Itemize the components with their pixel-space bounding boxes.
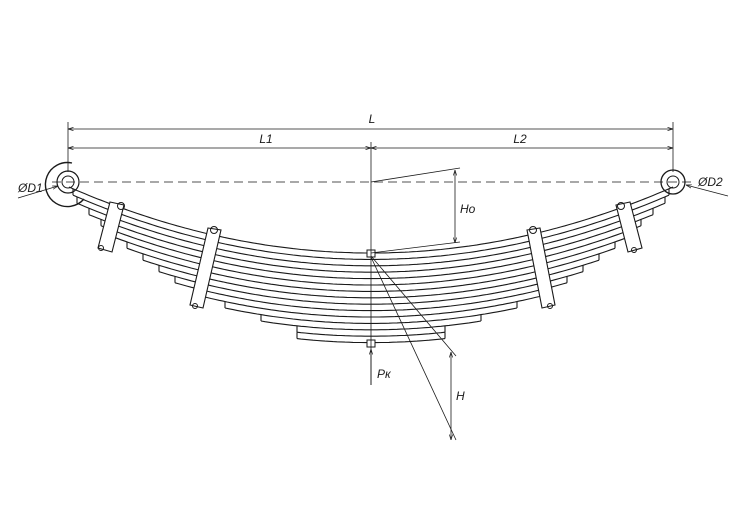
label-Pk: Pк	[377, 367, 392, 381]
clamp-left-inner	[189, 226, 222, 309]
load-Pk: Pк	[371, 349, 392, 385]
dimension-Ho: Ho	[370, 167, 476, 254]
dimension-H: H	[370, 255, 465, 441]
label-L1: L1	[259, 132, 272, 146]
label-D1: ØD1	[17, 181, 43, 195]
dimension-D2: ØD2	[686, 175, 729, 197]
clamp-left-outer	[97, 201, 125, 253]
clamp-right-inner	[526, 226, 556, 309]
label-D2: ØD2	[697, 175, 723, 189]
dimension-D1: ØD1	[17, 181, 58, 199]
dimension-L2: L2	[371, 132, 673, 148]
dimension-L1: L1	[68, 132, 371, 148]
clamp-right-outer	[615, 201, 643, 253]
label-Ho: Ho	[460, 202, 476, 216]
label-H: H	[456, 389, 465, 403]
label-L: L	[369, 112, 376, 126]
left-eye	[44, 161, 85, 208]
label-L2: L2	[513, 132, 527, 146]
dimension-L: L	[67, 112, 674, 172]
